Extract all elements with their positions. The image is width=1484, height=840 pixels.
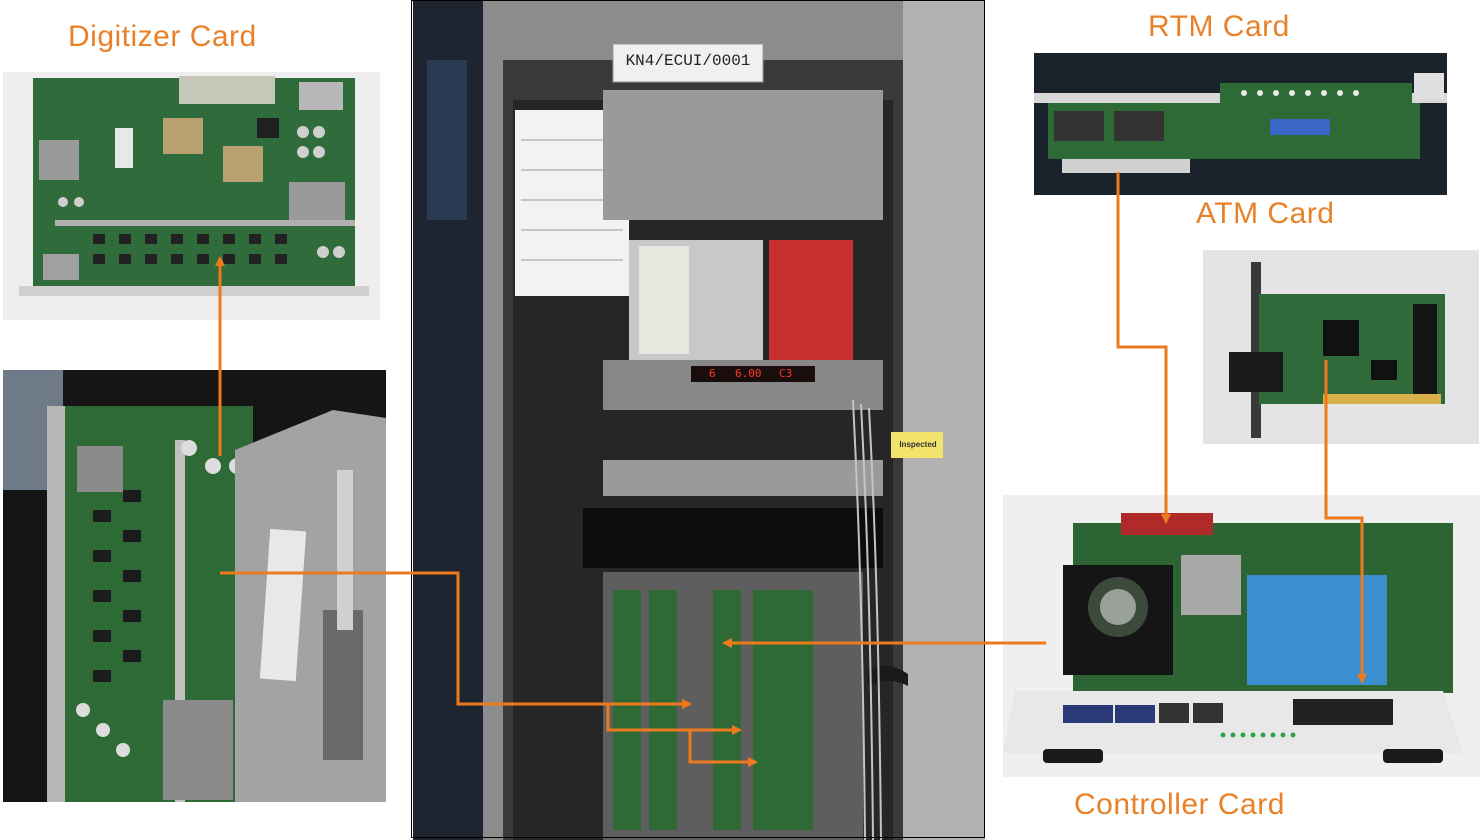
controller-pcb-graphic	[1003, 495, 1480, 777]
controller-card-photo	[1003, 495, 1480, 777]
display-readout-3: C3	[779, 367, 793, 380]
rtm-card-label: RTM Card	[1148, 10, 1290, 43]
digitizer-in-chassis-photo	[3, 370, 386, 802]
display-readout-2: 6.00	[735, 367, 762, 380]
atm-card-photo	[1203, 250, 1479, 444]
chassis-pcb-graphic	[3, 370, 386, 802]
rtm-card-photo	[1034, 53, 1447, 195]
rtm-pcb-graphic	[1034, 53, 1447, 195]
rack-id-plate: KN4/ECUI/0001	[625, 52, 751, 70]
atm-pcb-graphic	[1203, 250, 1479, 444]
rack-cabinet-photo: KN4/ECUI/0001 Inspected 6 6.00 C3	[413, 0, 985, 840]
digitizer-pcb-graphic	[3, 72, 380, 320]
rack-graphic	[413, 0, 985, 840]
arrow-rtm-to-controller	[1116, 172, 1171, 524]
digitizer-card-photo	[3, 72, 380, 320]
atm-card-label: ATM Card	[1196, 197, 1335, 230]
display-readout-1: 6	[709, 367, 716, 380]
inspected-sticker: Inspected	[899, 440, 937, 449]
digitizer-card-label: Digitizer Card	[68, 20, 257, 53]
controller-card-label: Controller Card	[1074, 788, 1285, 821]
